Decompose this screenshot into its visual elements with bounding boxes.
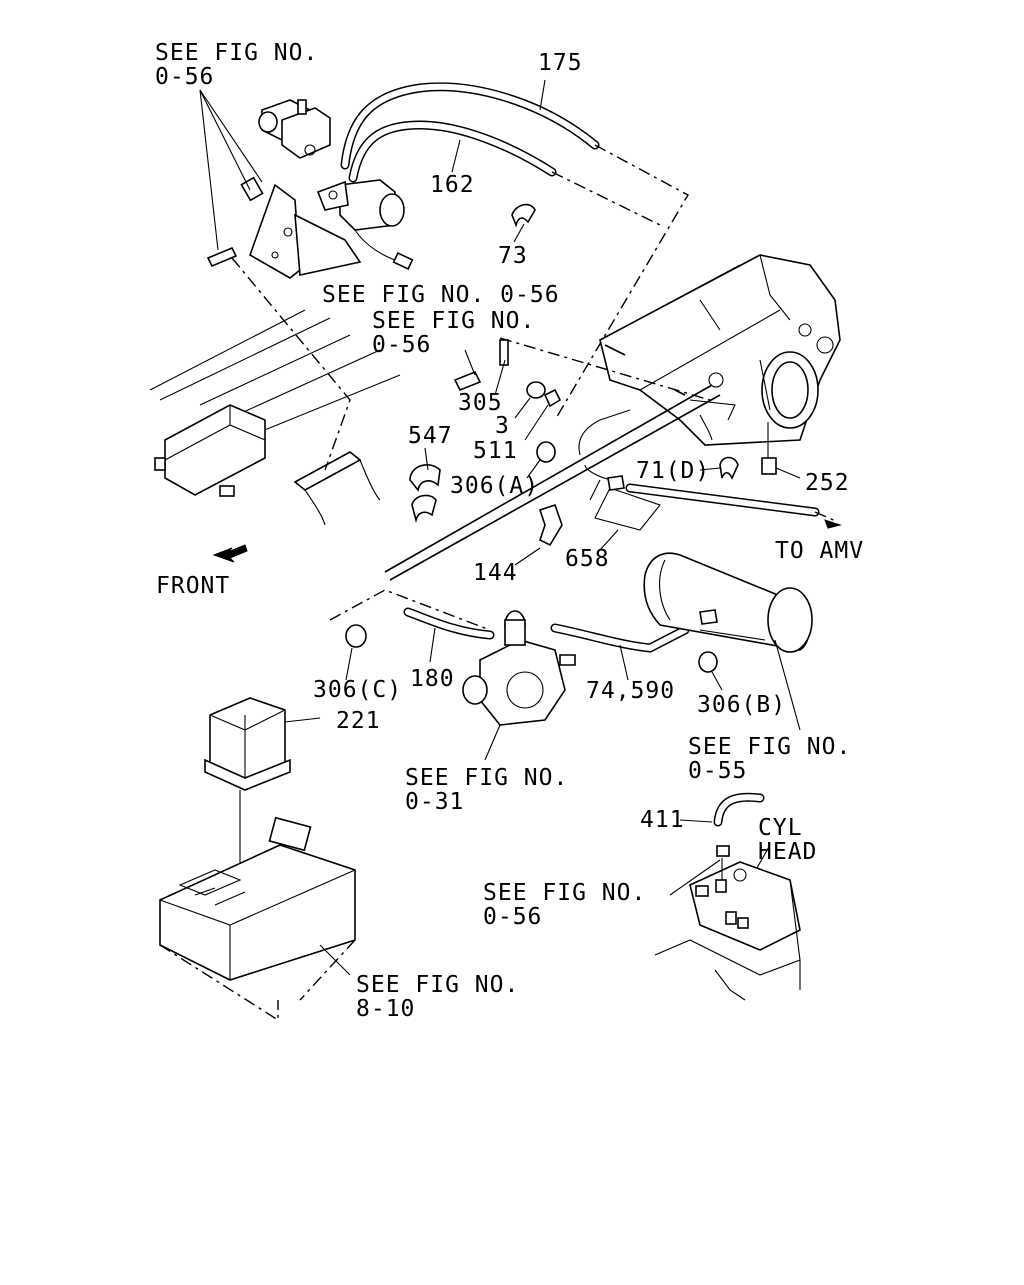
part-305-label: 305 [458, 390, 503, 416]
ref-8-10-line2: 8-10 [356, 996, 415, 1022]
ref-8-10-line1: SEE FIG NO. [356, 972, 519, 998]
vsv-bracket-assembly [199, 89, 414, 279]
part-658-label: 658 [565, 546, 610, 572]
ref-0-31-line1: SEE FIG NO. [405, 765, 568, 791]
part-411-label: 411 [640, 807, 685, 833]
relay-221 [204, 697, 321, 890]
front-label: FRONT [156, 573, 230, 599]
ref-0-55-line1: SEE FIG NO. [688, 734, 851, 760]
ref-0-56-top-line2: 0-56 [155, 64, 214, 90]
ref-0-56-mid-line1: SEE FIG NO. [372, 308, 535, 334]
hose-175-162 [340, 79, 689, 421]
ref-0-56-mid-line2: 0-56 [372, 332, 431, 358]
clip-73 [511, 203, 536, 243]
part-511-label: 511 [473, 438, 518, 464]
canister [643, 552, 813, 731]
engine-block [599, 254, 841, 479]
ref-0-31-line2: 0-31 [405, 789, 464, 815]
front-arrow-icon [212, 544, 248, 563]
part-3-label: 3 [495, 413, 510, 439]
ref-0-56-bottom-line1: SEE FIG NO. [483, 880, 646, 906]
part-306c-label: 306(C) [313, 677, 402, 703]
part-252-label: 252 [805, 470, 850, 496]
part-221-label: 221 [336, 708, 381, 734]
cylinder-head [654, 792, 801, 1001]
cyl-head-line2: HEAD [758, 839, 817, 865]
small-fittings [409, 339, 739, 566]
ref-0-56-inline: SEE FIG NO. 0-56 [322, 282, 560, 308]
front-body-area [149, 257, 401, 526]
part-71d-label: 71(D) [636, 458, 710, 484]
vacuum-line-harness [329, 337, 842, 631]
part-73-label: 73 [498, 243, 528, 269]
part-547-label: 547 [408, 423, 453, 449]
coolant-hoses [345, 607, 690, 681]
part-306b-label: 306(B) [697, 692, 786, 718]
ref-0-56-top-line1: SEE FIG NO. [155, 40, 318, 66]
part-162-label: 162 [430, 172, 475, 198]
battery [159, 816, 356, 1022]
part-175-label: 175 [538, 50, 583, 76]
ref-0-56-bottom-line2: 0-56 [483, 904, 542, 930]
cyl-head-line1: CYL [758, 815, 803, 841]
part-180-label: 180 [410, 666, 455, 692]
to-amv-label: TO AMV [775, 538, 864, 564]
part-306a-label: 306(A) [450, 473, 539, 499]
part-144-label: 144 [473, 560, 518, 586]
thermostat-housing [462, 610, 576, 761]
part-74-590-label: 74,590 [586, 678, 675, 704]
ref-0-55-line2: 0-55 [688, 758, 747, 784]
